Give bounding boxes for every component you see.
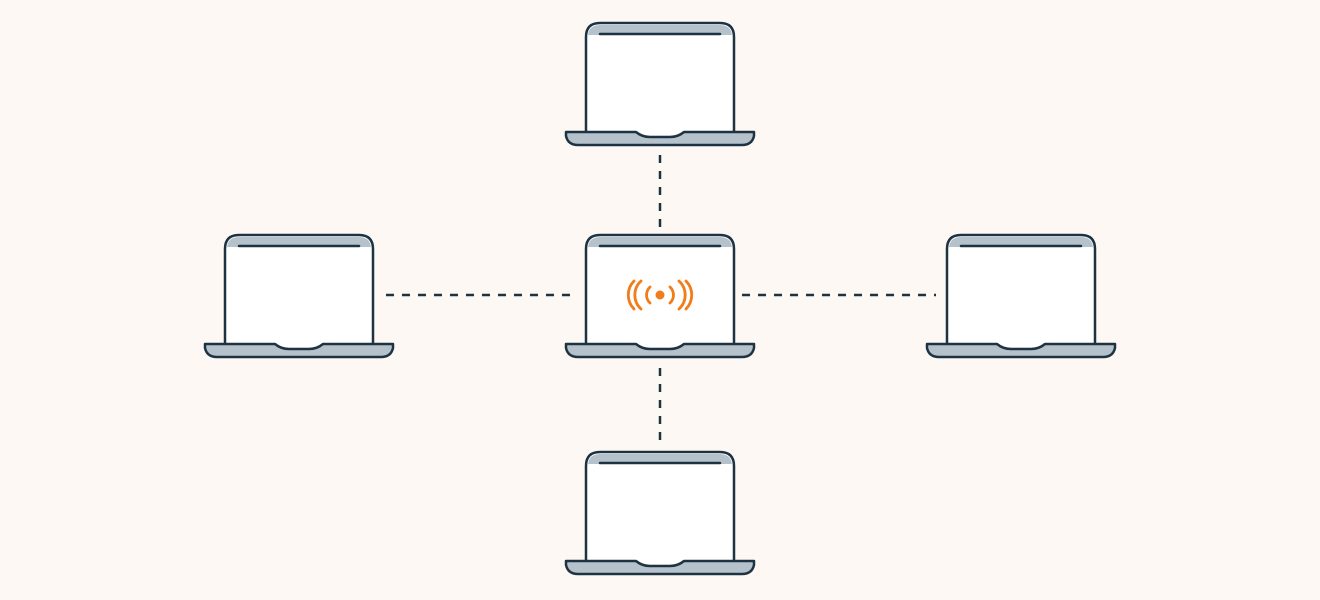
- laptop-base: [925, 342, 1117, 359]
- laptop-base: [564, 130, 756, 147]
- laptop-screen: [225, 235, 373, 347]
- laptop-nodes: [203, 21, 1117, 576]
- laptop-base: [564, 342, 756, 359]
- laptop-lid-outline: [584, 21, 736, 135]
- wireless-signal-icon: [626, 279, 694, 311]
- laptop-lid-outline: [584, 450, 736, 564]
- laptop-screen: [586, 23, 734, 135]
- laptop-lid-outline: [584, 233, 736, 347]
- laptop-lid-outline: [223, 233, 375, 347]
- laptop-top: [564, 21, 756, 147]
- laptop-bottom: [564, 450, 756, 576]
- laptop-right: [925, 233, 1117, 359]
- laptop-base: [564, 559, 756, 576]
- laptop-screen: [586, 452, 734, 564]
- laptop-screen: [947, 235, 1095, 347]
- laptop-base: [203, 342, 395, 359]
- laptop-left: [203, 233, 395, 359]
- connection-links: [386, 155, 936, 441]
- laptop-lid-outline: [945, 233, 1097, 347]
- laptop-hub: [564, 233, 756, 359]
